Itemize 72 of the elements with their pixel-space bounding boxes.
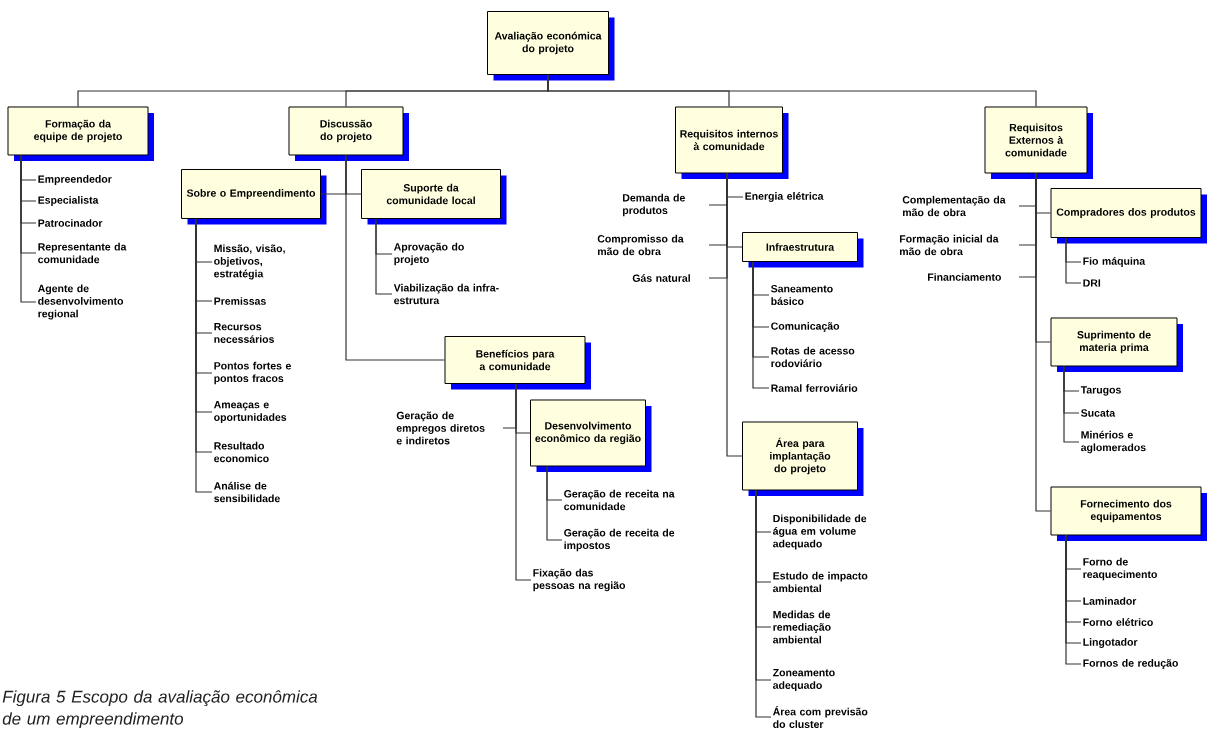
topic-box: Formação da equipe de projeto <box>7 106 154 161</box>
item-text: Aprovação do projeto <box>393 242 464 266</box>
item-text: Saneamento básico <box>771 285 833 305</box>
item-text: Patrocinador <box>38 219 103 227</box>
item-text: DRI <box>1083 279 1101 287</box>
item-text: Comunicação <box>771 322 840 332</box>
connector-line <box>1063 365 1080 443</box>
item-text: Fixação das pessoas na região <box>533 568 626 592</box>
connector-line <box>1035 172 1052 512</box>
item-text: Geração de empregos diretos e indiretos <box>396 411 485 445</box>
topic-box: Suprimento de materia prima <box>1050 317 1183 372</box>
item-text: Tarugos <box>1080 386 1121 396</box>
item-text: Forno elétrico <box>1083 618 1153 626</box>
connector-line <box>546 465 563 541</box>
connector-line <box>752 261 770 389</box>
item-text: Fornos de redução <box>1083 659 1178 669</box>
item-text: Premissas <box>214 297 266 305</box>
connector-line <box>726 172 743 457</box>
topic-box: Requisitos Externos à comunidade <box>984 106 1093 179</box>
item-text: Resultado economico <box>214 441 269 463</box>
item-text: Rotas de acesso rodoviário <box>771 346 855 368</box>
item-text: Agente de desenvolvimento regional <box>38 284 124 320</box>
topic-box: Infraestrutura <box>742 232 864 268</box>
connector-line <box>375 218 393 295</box>
topic-box: Discussão do projeto <box>288 106 409 161</box>
item-text: Gás natural <box>632 274 690 282</box>
item-text: Forno de reaquecimento <box>1083 557 1157 581</box>
item-text: Ameaças e oportunidades <box>214 401 287 423</box>
topic-box: Requisitos internos à comunidade <box>675 106 789 179</box>
item-text: Pontos fortes e pontos fracos <box>214 361 291 385</box>
item-text: Complementação da mão de obra <box>902 195 1006 217</box>
item-text: Estudo de impacto ambiental <box>773 571 868 593</box>
item-text: Compromisso da mão de obra <box>597 234 684 256</box>
item-text: Área com previsão do cluster <box>772 706 868 728</box>
item-text: Empreendedor <box>38 175 112 185</box>
item-text: Representante da comunidade <box>38 242 127 264</box>
topic-box: Benefícios para a comunidade <box>444 336 591 390</box>
item-text: Formação inicial da mão de obra <box>900 234 999 256</box>
item-text: Financiamento <box>928 273 1001 281</box>
item-text: Geração de receita de impostos <box>564 528 675 552</box>
item-text: Fio máquina <box>1083 257 1146 267</box>
item-text: Lingotador <box>1083 638 1138 648</box>
topic-box: Avaliação económica do projeto <box>487 11 615 81</box>
item-text: Análise de sensibilidade <box>214 481 280 503</box>
topic-box: Fornecimento dos equipamentos <box>1050 486 1207 541</box>
topic-box: Compradores dos produtos <box>1050 188 1207 244</box>
item-text: Viabilização da infra-estrutura <box>393 283 499 305</box>
item-text: Disponibilidade de água em volume adequado <box>772 514 867 550</box>
item-text: Recursos necessários <box>214 323 274 343</box>
item-text: Ramal ferroviário <box>771 384 858 392</box>
topic-box: Desenvolvimento econômico da região <box>530 399 652 472</box>
item-text: Demanda de produtos <box>623 193 685 217</box>
topic-box: Suporte da comunidade local <box>361 169 507 225</box>
connector-line <box>515 383 532 581</box>
topic-box: Sobre o Empreendimento <box>181 169 327 225</box>
item-text: Energia elétrica <box>745 192 824 202</box>
item-text: Zoneamento adequado <box>773 669 835 691</box>
item-text: Sucata <box>1081 409 1116 417</box>
connector-line <box>345 154 446 361</box>
item-text: Missão, visão, objetivos, estratégia <box>214 244 285 280</box>
connector-line <box>20 154 37 303</box>
connector-line <box>1065 237 1082 284</box>
item-text: Laminador <box>1083 597 1137 605</box>
connector-line <box>1065 534 1082 665</box>
connector-line <box>755 489 772 718</box>
item-text: Minérios e aglomerados <box>1081 430 1146 454</box>
item-text: Geração de receita na comunidade <box>564 489 675 511</box>
connector-line <box>547 74 1037 108</box>
item-text: Medidas de remediação ambiental <box>773 610 831 644</box>
topic-box: Área para implantação do projeto <box>742 421 864 496</box>
caption: Figura 5 Escopo da avaliação econômica de um empreendimento <box>2 690 318 729</box>
item-text: Especialista <box>38 196 99 206</box>
